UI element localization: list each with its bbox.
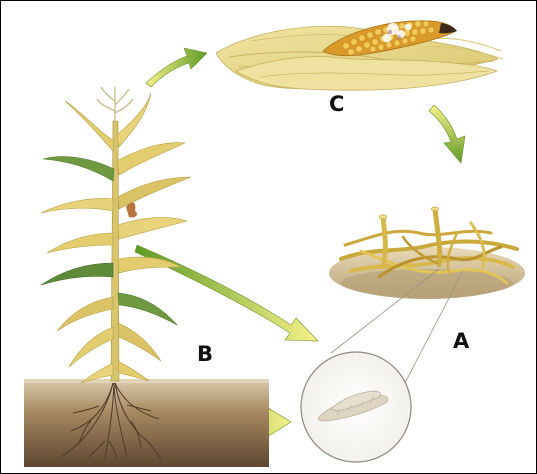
corn-ear-icon — [216, 21, 503, 90]
label-c: C — [329, 94, 344, 115]
residue-caps — [379, 207, 439, 219]
tassel — [97, 87, 133, 123]
label-b: B — [197, 344, 213, 365]
label-a: A — [453, 331, 469, 352]
soil — [24, 381, 269, 467]
stalk — [111, 121, 119, 381]
arrow-ear-to-residue — [429, 105, 465, 163]
arrow-plant-to-ear — [146, 48, 207, 87]
corn-plant-icon — [24, 87, 269, 467]
crop-residue-icon — [329, 207, 525, 299]
